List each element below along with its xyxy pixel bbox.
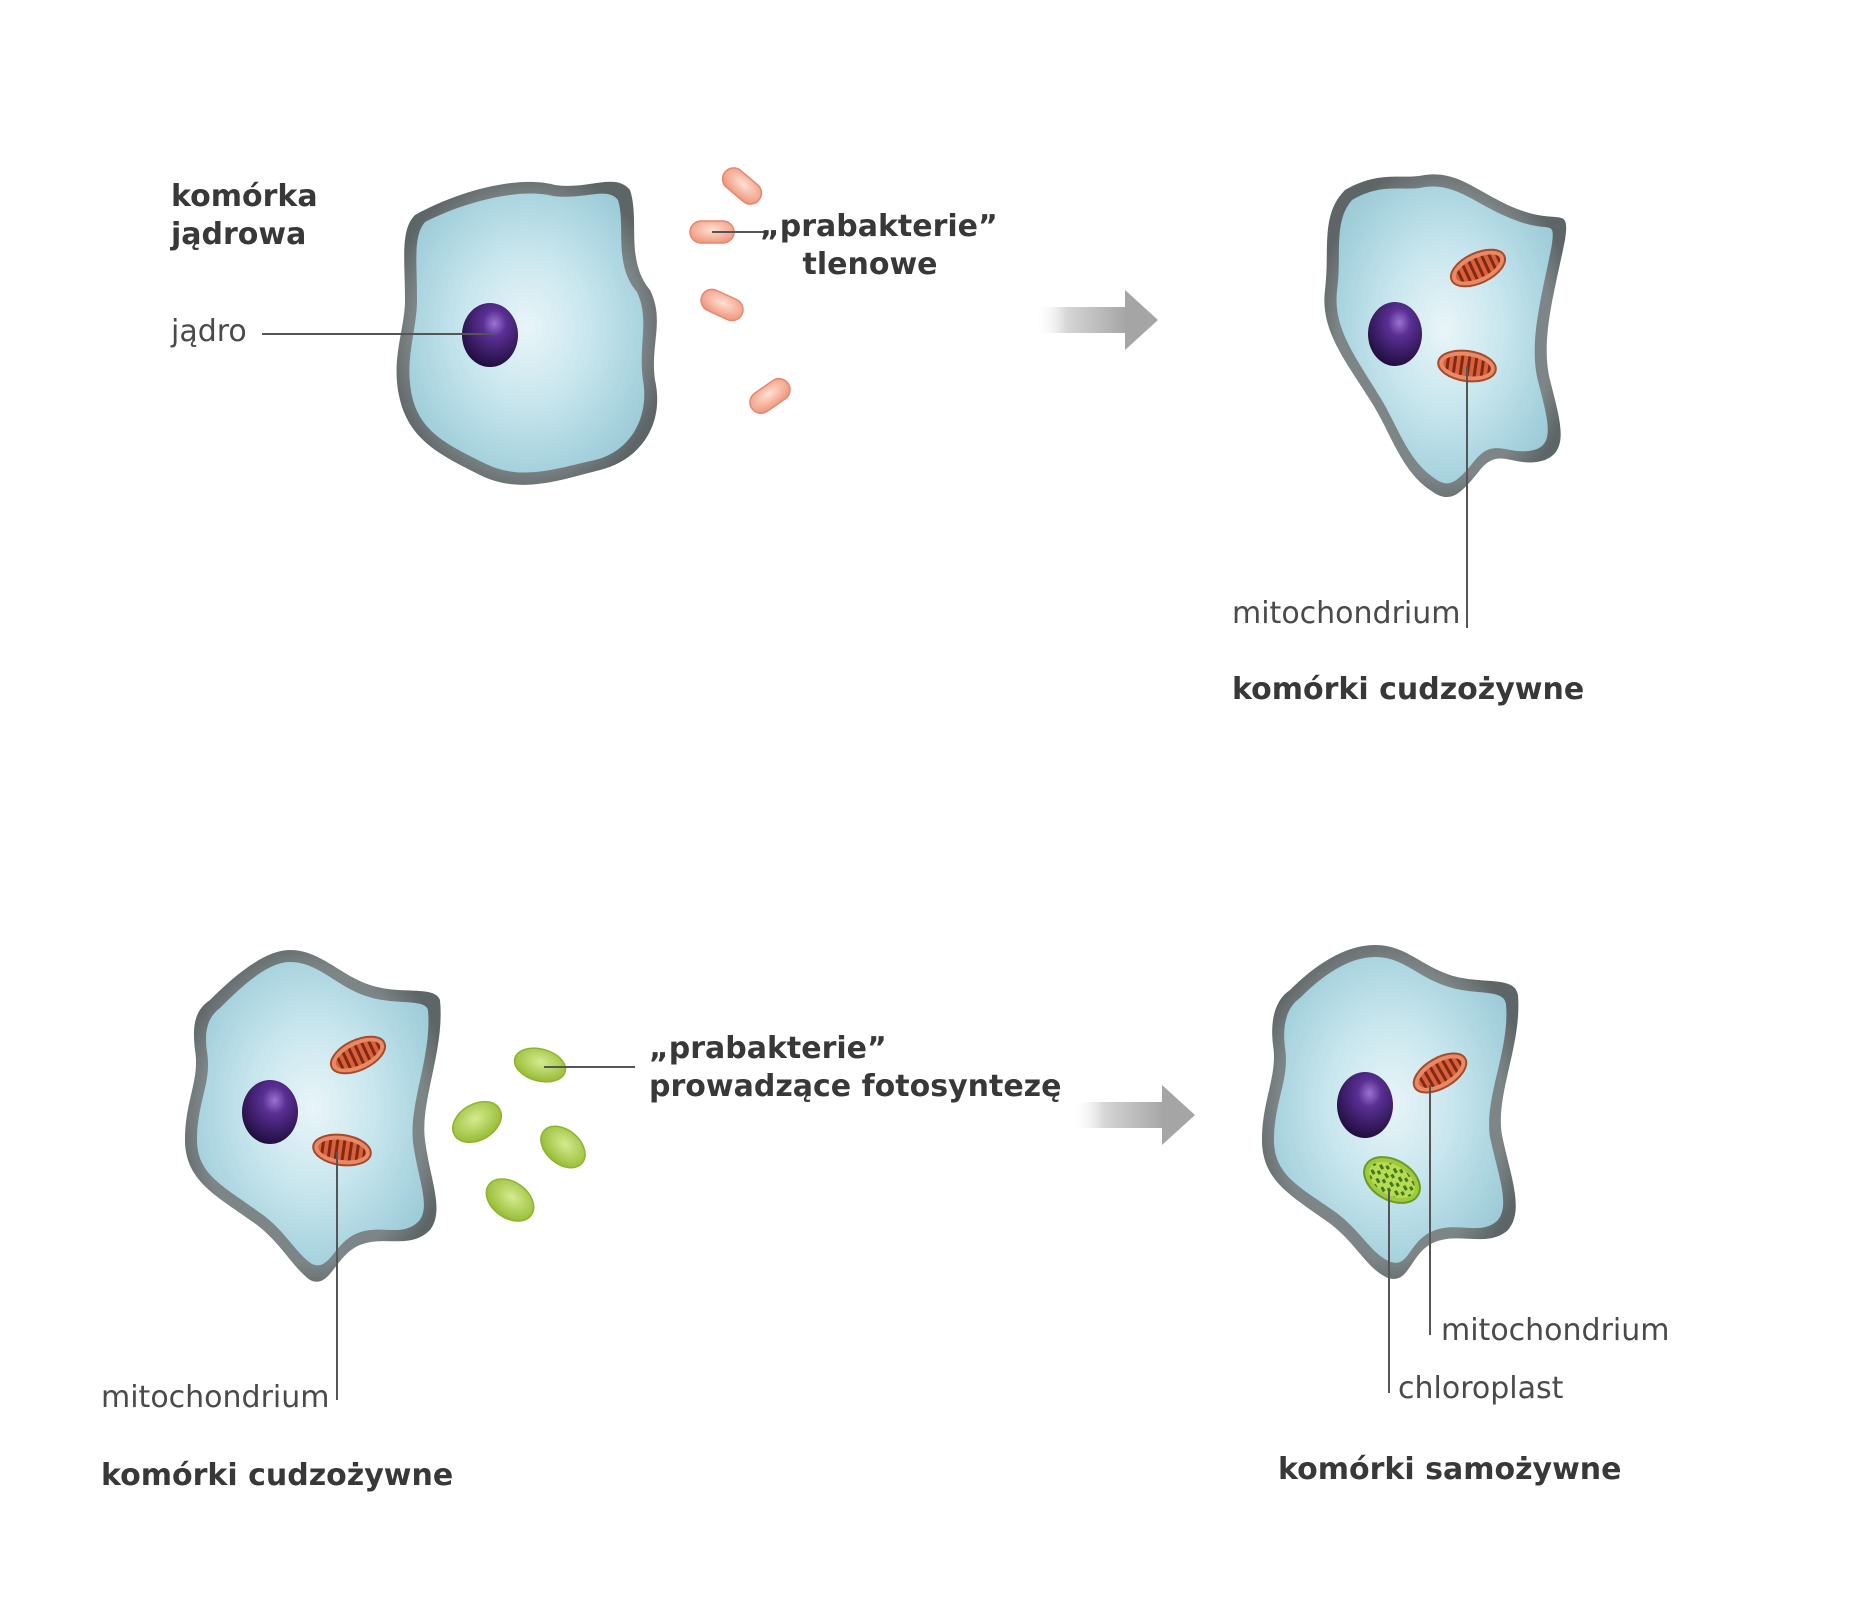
mitochondrium-label: mitochondrium (101, 1380, 330, 1415)
photo-bacteria-label-line2: prowadzące fotosyntezę (649, 1069, 1062, 1104)
mitochondrium-label: mitochondrium (1232, 596, 1461, 631)
aerobic-bacteria (689, 167, 791, 415)
nuclear-cell (396, 181, 658, 485)
autotrophic-cell (1262, 945, 1519, 1279)
arrow-right-icon (1035, 290, 1158, 350)
heterotrophic-cells-label: komórki cudzożywne (1232, 672, 1585, 707)
photosynthetic-bacteria (452, 1047, 586, 1222)
mitochondrium-label: mitochondrium (1441, 1313, 1670, 1348)
chloroplast-label: chloroplast (1398, 1371, 1564, 1406)
photo-bacteria-label-line1: „prabakterie” (649, 1031, 887, 1066)
nucleus (1337, 1072, 1393, 1138)
photosynthetic-bacteria-label: „prabakterie” prowadzące fotosyntezę (649, 1030, 1061, 1106)
heterotrophic-cell-top (1324, 174, 1567, 498)
nucleus (242, 1080, 298, 1144)
nuclear-cell-label-line2: jądrowa (171, 217, 307, 252)
nuclear-cell-label-line1: komórka (171, 179, 318, 214)
aerobic-bacteria-label: „prabakterie” tlenowe (760, 208, 998, 284)
arrow-right-icon (1072, 1085, 1195, 1145)
nucleus-label: jądro (171, 314, 247, 349)
aerobic-bacteria-label-line1: „prabakterie” (760, 209, 998, 244)
heterotrophic-cells-label: komórki cudzożywne (101, 1458, 454, 1493)
heterotrophic-cell-bottom (185, 950, 441, 1282)
nucleus (1368, 302, 1422, 366)
autotrophic-cells-label: komórki samożywne (1278, 1452, 1622, 1487)
nuclear-cell-label: komórka jądrowa (171, 178, 318, 254)
aerobic-bacteria-label-line2: tlenowe (802, 247, 938, 282)
chloroplast-icon (1363, 1156, 1421, 1204)
